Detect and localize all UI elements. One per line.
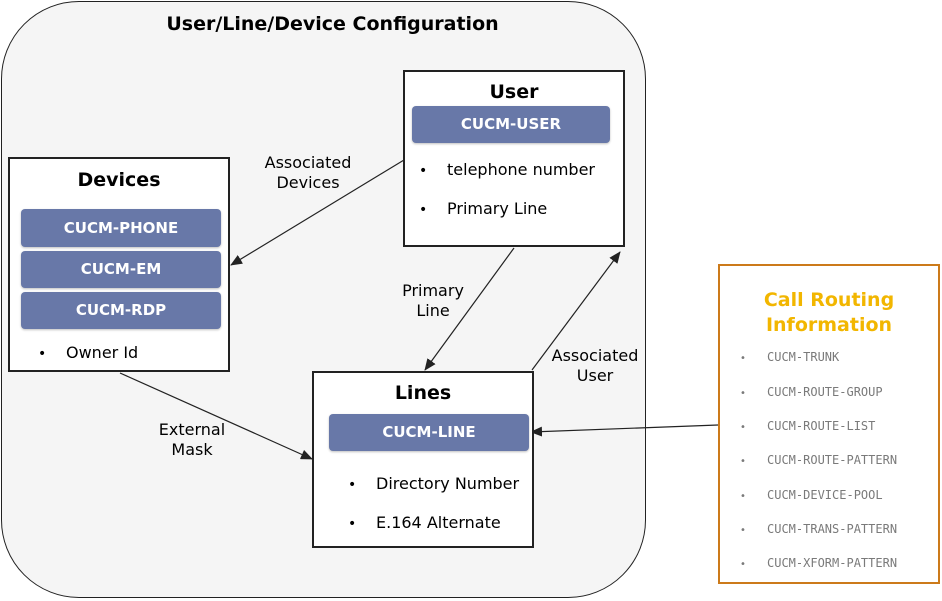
- edge-label-line: Devices: [276, 173, 340, 192]
- routing-item-text: CUCM-ROUTE-LIST: [767, 419, 876, 433]
- lines-bullet-e164: • E.164 Alternate: [348, 513, 501, 532]
- bullet-dot: •: [740, 422, 746, 433]
- bullet-text: Owner Id: [66, 343, 139, 362]
- devices-pill-rdp: CUCM-RDP: [21, 292, 221, 329]
- arrow-user-to-devices: [230, 159, 405, 266]
- bullet-dot: •: [348, 477, 357, 493]
- edge-label-line: Mask: [171, 440, 213, 459]
- routing-item-route-pattern: • CUCM-ROUTE-PATTERN: [740, 453, 897, 467]
- bullet-text: Directory Number: [376, 474, 520, 493]
- arrow-devices-to-lines: [119, 372, 313, 460]
- routing-item-text: CUCM-TRUNK: [767, 350, 840, 364]
- routing-item-trans-pattern: • CUCM-TRANS-PATTERN: [740, 522, 897, 536]
- devices-pill-em: CUCM-EM: [21, 251, 221, 288]
- lines-title: Lines: [394, 382, 452, 404]
- routing-item-device-pool: • CUCM-DEVICE-POOL: [740, 488, 883, 502]
- edge-label-associated-devices: Associated Devices: [258, 153, 358, 193]
- bullet-dot: •: [348, 516, 357, 532]
- user-pill: CUCM-USER: [412, 106, 610, 143]
- lines-bullet-directory-number: • Directory Number: [348, 474, 519, 493]
- devices-box: Devices CUCM-PHONE CUCM-EM CUCM-RDP • Own…: [8, 157, 230, 372]
- edge-label-line: External: [158, 420, 226, 439]
- edge-label-line: Line: [416, 301, 450, 320]
- routing-item-trunk: • CUCM-TRUNK: [740, 350, 839, 364]
- bullet-dot: •: [740, 525, 746, 536]
- lines-pill: CUCM-LINE: [329, 414, 529, 451]
- call-routing-box: Call Routing Information • CUCM-TRUNK • CU…: [718, 264, 940, 584]
- edge-label-line: Associated: [551, 346, 639, 365]
- routing-item-text: CUCM-DEVICE-POOL: [767, 488, 883, 502]
- edge-label-external-mask: External Mask: [147, 420, 237, 460]
- routing-item-route-group: • CUCM-ROUTE-GROUP: [740, 385, 883, 399]
- call-routing-title-line: Information: [765, 314, 893, 336]
- routing-item-text: CUCM-ROUTE-GROUP: [767, 385, 883, 399]
- arrow-lines-to-user: [531, 251, 621, 371]
- devices-title: Devices: [77, 169, 161, 191]
- group-title: User/Line/Device Configuration: [166, 13, 499, 35]
- user-title: User: [489, 81, 539, 103]
- edge-label-line: Primary: [402, 281, 464, 300]
- user-bullet-telephone: • telephone number: [419, 160, 595, 179]
- bullet-dot: •: [740, 456, 746, 467]
- edge-label-line: Associated: [264, 153, 352, 172]
- routing-item-text: CUCM-XFORM-PATTERN: [767, 556, 898, 570]
- bullet-text: Primary Line: [447, 199, 548, 218]
- call-routing-title: Call Routing Information: [720, 288, 938, 338]
- lines-box: Lines CUCM-LINE • Directory Number • E.164…: [312, 371, 534, 548]
- bullet-dot: •: [740, 388, 746, 399]
- edge-label-associated-user: Associated User: [545, 346, 645, 386]
- bullet-dot: •: [38, 346, 47, 362]
- user-box: User CUCM-USER • telephone number • Primar…: [403, 70, 625, 247]
- routing-item-text: CUCM-ROUTE-PATTERN: [767, 453, 898, 467]
- routing-item-text: CUCM-TRANS-PATTERN: [767, 522, 898, 536]
- bullet-text: telephone number: [447, 160, 596, 179]
- user-bullet-primary-line: • Primary Line: [419, 199, 547, 218]
- devices-pill-phone: CUCM-PHONE: [21, 209, 221, 247]
- arrow-routing-to-lines: [530, 424, 719, 437]
- devices-bullet-owner-id: • Owner Id: [38, 343, 138, 362]
- routing-item-xform-pattern: • CUCM-XFORM-PATTERN: [740, 556, 897, 570]
- bullet-dot: •: [740, 491, 746, 502]
- arrow-user-to-lines: [424, 247, 515, 371]
- edge-label-primary-line: Primary Line: [388, 281, 478, 321]
- bullet-dot: •: [419, 163, 428, 179]
- edge-label-line: User: [576, 366, 614, 385]
- routing-item-route-list: • CUCM-ROUTE-LIST: [740, 419, 875, 433]
- bullet-dot: •: [419, 202, 428, 218]
- bullet-dot: •: [740, 559, 746, 570]
- bullet-text: E.164 Alternate: [376, 513, 501, 532]
- call-routing-title-line: Call Routing: [763, 289, 895, 311]
- bullet-dot: •: [740, 353, 746, 364]
